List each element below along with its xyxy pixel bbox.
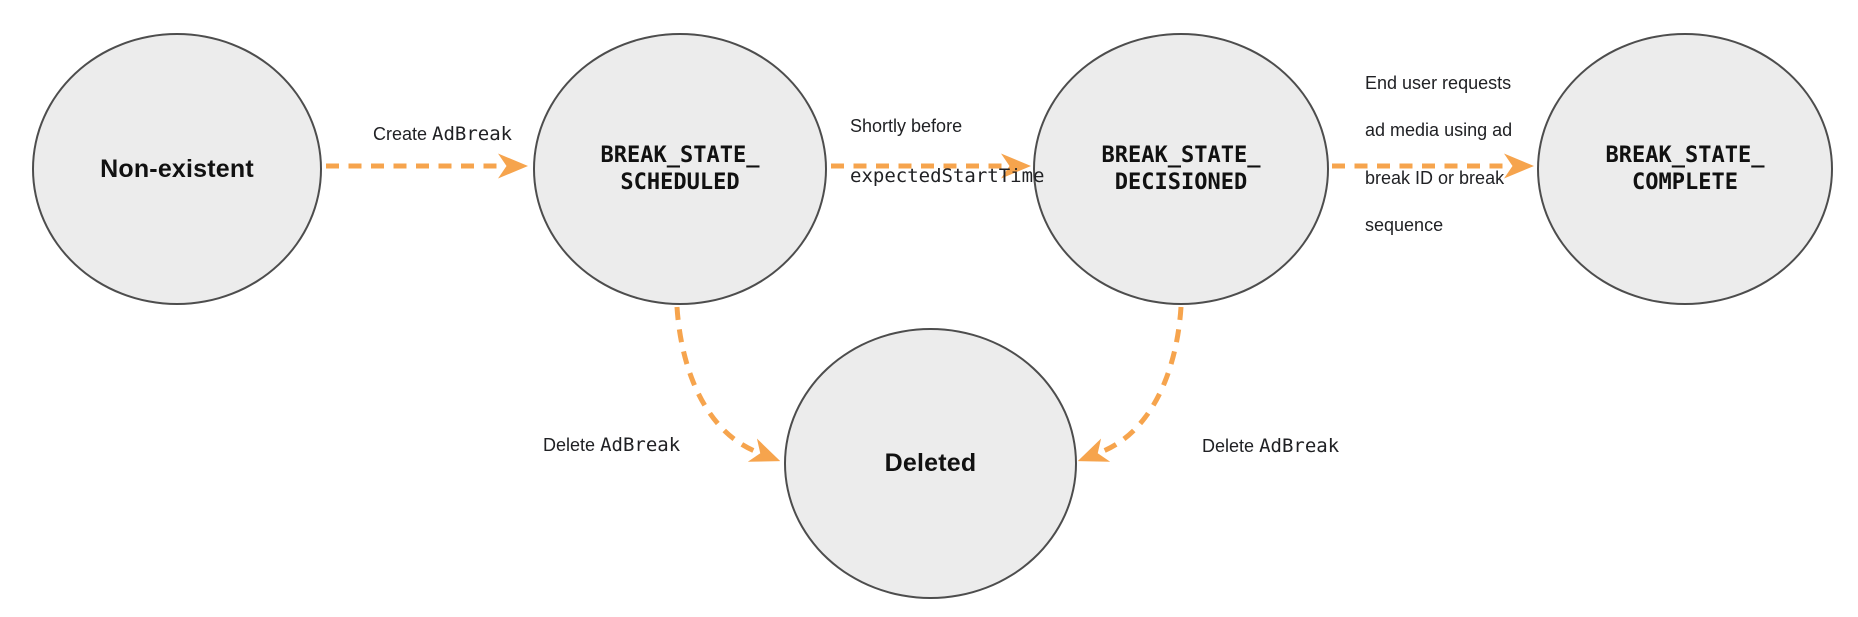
state-label-complete-line1: BREAK_STATE_: [1605, 143, 1765, 168]
edge-label-end-user-requests: End user requests ad media using ad brea…: [1345, 48, 1512, 261]
state-label-decisioned-line1: BREAK_STATE_: [1101, 143, 1261, 168]
state-node-deleted: Deleted: [784, 328, 1077, 599]
edge-label-enduser-line3: break ID or break: [1365, 167, 1505, 188]
edge-label-shortly-line1: Shortly before: [850, 116, 963, 136]
edge-label-shortly-line2: expectedStartTime: [850, 165, 1045, 187]
state-label-complete-line2: COMPLETE: [1632, 170, 1738, 195]
edge-label-enduser-line1: End user requests: [1365, 72, 1512, 93]
edge-delete-adbreak-left-arrow: [674, 306, 781, 462]
state-label-scheduled-line1: BREAK_STATE_: [600, 143, 760, 168]
edge-label-enduser-line4: sequence: [1365, 214, 1444, 235]
state-label-scheduled-line2: SCHEDULED: [620, 170, 740, 195]
edge-label-delete-adbreak-left: Delete AdBreak: [523, 409, 680, 481]
edge-label-delete-left-mono-part: AdBreak: [600, 434, 681, 456]
edge-label-create-sans-part: Create: [373, 124, 433, 144]
edge-label-delete-left-sans-part: Delete: [543, 435, 601, 455]
state-node-non-existent: Non-existent: [32, 33, 322, 305]
state-label-decisioned-line2: DECISIONED: [1114, 170, 1248, 195]
edge-label-create-mono-part: AdBreak: [432, 123, 513, 145]
state-node-break-state-complete: BREAK_STATE_ COMPLETE: [1537, 33, 1833, 305]
edge-label-delete-adbreak-right: Delete AdBreak: [1182, 410, 1339, 482]
edge-label-enduser-line2: ad media using ad: [1365, 120, 1513, 141]
edge-label-delete-right-mono-part: AdBreak: [1259, 435, 1340, 457]
edge-label-shortly-before: Shortly before expectedStartTime: [830, 89, 1044, 214]
edge-label-delete-right-sans-part: Delete: [1202, 436, 1260, 456]
state-node-break-state-decisioned: BREAK_STATE_ DECISIONED: [1033, 33, 1329, 305]
edge-delete-adbreak-right-arrow: [1077, 306, 1184, 462]
edge-label-create-adbreak: Create AdBreak: [353, 98, 512, 170]
state-label-deleted: Deleted: [884, 449, 977, 477]
state-node-break-state-scheduled: BREAK_STATE_ SCHEDULED: [533, 33, 827, 305]
state-label-non-existent: Non-existent: [100, 154, 254, 183]
